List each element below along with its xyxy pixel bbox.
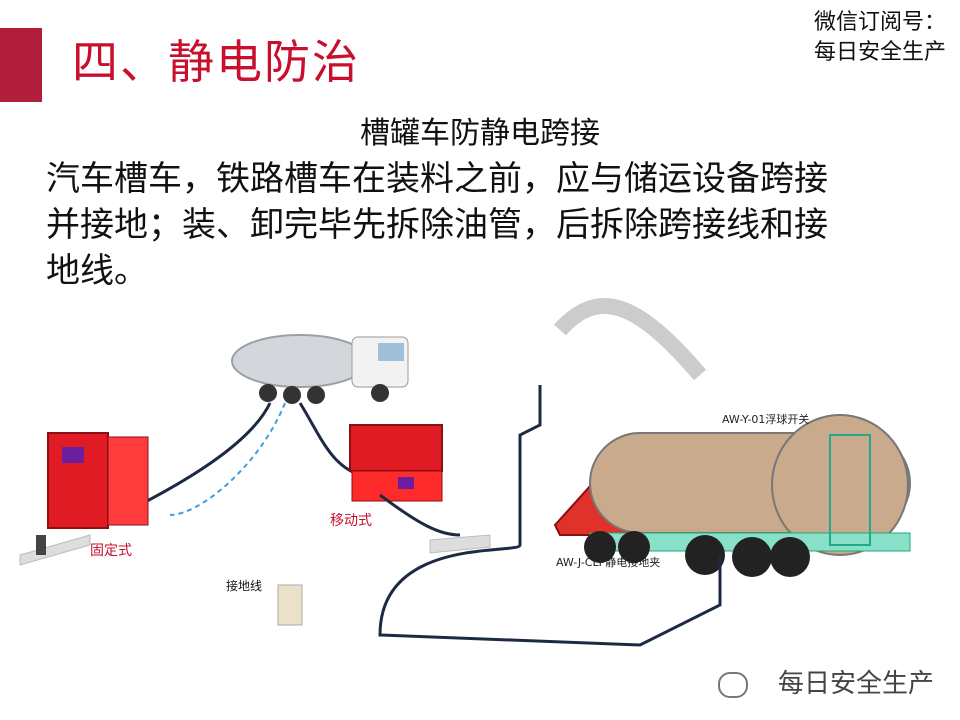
loading-arm [554, 298, 707, 381]
accent-bar [0, 28, 42, 102]
watermark: 每日安全生产 [777, 669, 934, 699]
tanker-truck-large [553, 414, 911, 577]
tanker-truck-small [231, 334, 409, 404]
wechat-icon [718, 672, 748, 698]
arrow-line [169, 402, 286, 516]
wechat-label: 微信订阅号： [813, 10, 946, 35]
wechat-name: 每日安全生产 [813, 40, 946, 65]
slide-title: 四、静电防治 [72, 35, 360, 89]
wechat-account: 微信订阅号： 每日安全生产 [814, 8, 946, 68]
grounding-cable [379, 493, 461, 537]
label-float-switch: AW-Y-01浮球开关 [722, 412, 809, 426]
label-clamp: AW-J-CLP静电接地夹 [556, 555, 660, 569]
label-fixed: 固定式 [90, 543, 132, 559]
label-ground-wire: 接地线 [226, 578, 262, 593]
body-paragraph: 汽车槽车，铁路槽车在装料之前，应与储运设备跨接 并接地；装、卸完毕先拆除油管，后… [46, 156, 916, 294]
section-subtitle: 槽罐车防静电跨接 [360, 116, 600, 151]
ground-wire-clip [277, 584, 303, 626]
body-line: 并接地；装、卸完毕先拆除油管，后拆除跨接线和接 [46, 205, 828, 245]
body-line: 地线。 [46, 251, 148, 291]
body-line: 汽车槽车，铁路槽车在装料之前，应与储运设备跨接 [46, 159, 828, 199]
mobile-grounding-box [349, 424, 491, 554]
fixed-grounding-box [19, 432, 149, 566]
grounding-cable [378, 385, 722, 647]
label-mobile: 移动式 [330, 513, 372, 529]
grounding-illustration: 固定式 移动式 接地线 AW-Y-01浮球开关 AW-J-CLP静电接地夹 [19, 298, 911, 647]
